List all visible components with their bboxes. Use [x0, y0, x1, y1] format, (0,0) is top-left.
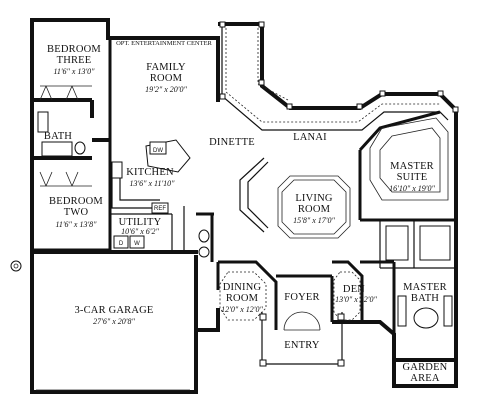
dining-room-label-2: ROOM [226, 293, 259, 304]
master-suite-label-2: SUITE [397, 172, 428, 183]
garage-label: 3-CAR GARAGE [74, 305, 153, 316]
bedroom-two-label-2: TWO [64, 207, 89, 218]
dw-label: DW [153, 148, 163, 154]
utility-size: 10'6" x 6'2" [121, 227, 159, 236]
dining-room-label-1: DINING [223, 282, 262, 293]
bedroom-three-size: 11'6" x 13'0" [53, 67, 95, 76]
bedroom-two-size: 11'6" x 13'8" [55, 220, 97, 229]
utility-label: UTILITY [119, 217, 162, 228]
family-room-label-1: FAMILY [146, 62, 186, 73]
bedroom-three-label-1: BEDROOM [47, 44, 101, 55]
lanai-label: LANAI [293, 132, 327, 143]
room-labels: BEDROOM THREE 11'6" x 13'0" OPT. ENTERTA… [44, 40, 448, 384]
den-size: 13'0" x 12'0" [335, 295, 377, 304]
garden-area-label-2: AREA [410, 373, 440, 384]
den-label: DEN [343, 284, 365, 295]
bath-label: BATH [44, 131, 72, 142]
interior-walls [32, 38, 456, 334]
bedroom-three-label-2: THREE [57, 55, 92, 66]
master-suite-label-1: MASTER [390, 161, 434, 172]
master-bath-label-1: MASTER [403, 282, 447, 293]
master-suite-size: 16'10" x 19'0" [389, 184, 435, 193]
ent-center-label: OPT. ENTERTAINMENT CENTER [116, 40, 212, 47]
family-room-size: 19'2" x 20'0" [145, 85, 187, 94]
living-room-size: 15'8" x 17'0" [293, 216, 335, 225]
entry-label: ENTRY [284, 340, 320, 351]
dining-room-size: 12'0" x 12'0" [221, 305, 263, 314]
garage-size: 27'6" x 20'8" [93, 317, 135, 326]
lanai-structure [219, 21, 459, 131]
garden-area-label-1: GARDEN [403, 362, 448, 373]
dinette-label: DINETTE [209, 137, 255, 148]
fixtures [10, 85, 453, 391]
kitchen-size: 13'6" x 11'10" [129, 179, 175, 188]
bedroom-two-label-1: BEDROOM [49, 196, 103, 207]
foyer-label: FOYER [284, 292, 319, 303]
family-room-label-2: ROOM [150, 73, 183, 84]
ref-label: REF [154, 206, 166, 212]
living-room-label-2: ROOM [298, 204, 331, 215]
kitchen-label: KITCHEN [126, 167, 174, 178]
dryer-label: D [119, 241, 124, 247]
master-bath-label-2: BATH [411, 293, 439, 304]
washer-label: W [134, 241, 140, 247]
living-room-label-1: LIVING [295, 193, 333, 204]
